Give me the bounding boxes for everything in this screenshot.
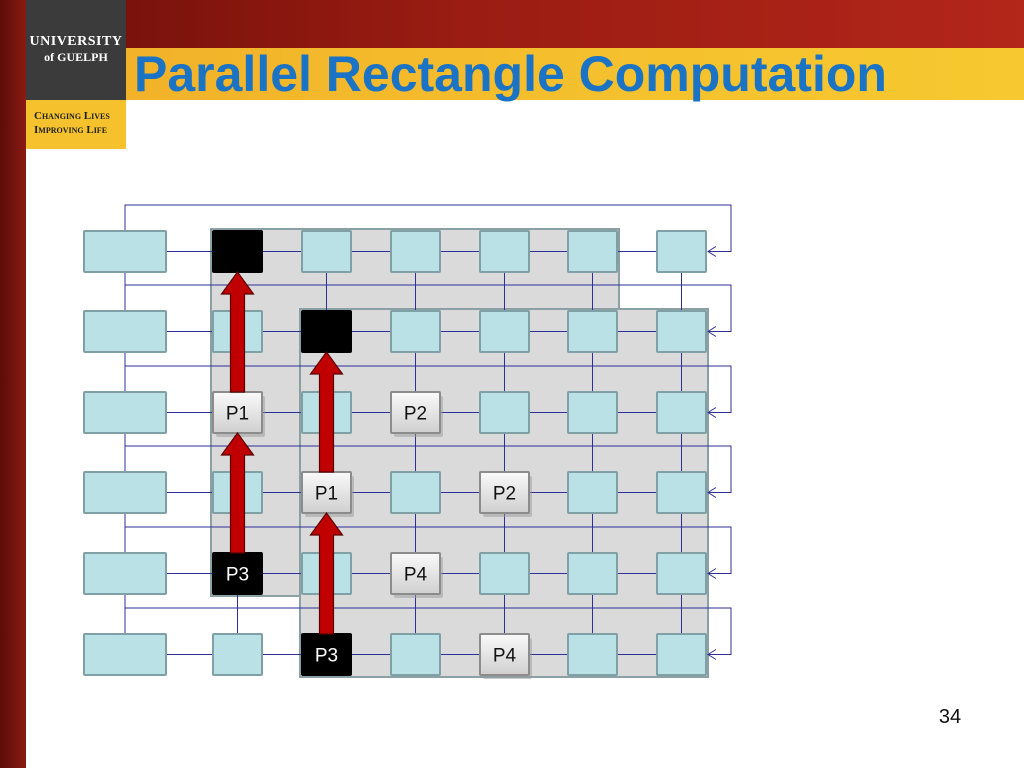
processor-label: P1 [226, 404, 249, 425]
arrow-shape [309, 511, 344, 635]
feedback-loop-wire [124, 365, 732, 413]
logo-line-2: of GUELPH [44, 50, 108, 64]
grid-cell [567, 391, 618, 434]
feedback-arrowhead [707, 649, 717, 660]
processor-cell [390, 552, 441, 595]
grid-cell [83, 471, 167, 514]
processor-cell [479, 633, 530, 676]
grid-cell [83, 633, 167, 676]
processor-label: P3 [315, 646, 338, 667]
grid-cell [656, 391, 707, 434]
feedback-arrowhead [707, 568, 717, 579]
grid-cell [390, 310, 441, 353]
grid-cell [390, 230, 441, 273]
arrow-shape [309, 350, 344, 473]
processor-label: P2 [404, 404, 427, 425]
feedback-arrowhead [707, 407, 717, 418]
grid-cell [567, 310, 618, 353]
logo-tagline-panel [26, 100, 126, 149]
processor-label: P1 [315, 484, 338, 505]
processor-label: P4 [493, 646, 517, 667]
arrow-shape [220, 431, 255, 554]
grid-cell [479, 310, 530, 353]
feedback-arrowhead [707, 326, 717, 337]
grid-cell [567, 552, 618, 595]
processor-label: P2 [493, 484, 516, 505]
processor-label: P3 [226, 565, 249, 586]
left-sidebar-stripe [0, 0, 26, 768]
active-cell [212, 230, 263, 273]
feedback-loop-wire [124, 607, 732, 655]
slide-title: Parallel Rectangle Computation [134, 46, 887, 102]
title-band [126, 48, 1024, 100]
grid-cell [567, 633, 618, 676]
active-cell [301, 310, 352, 353]
grid-cell [479, 552, 530, 595]
feedback-loop-wire [124, 204, 732, 252]
grid-cell [479, 230, 530, 273]
logo-tagline-1: Changing Lives [34, 110, 110, 122]
feedback-loop-wire [124, 445, 732, 493]
grid-cell [656, 633, 707, 676]
grid-cell [83, 230, 167, 273]
processor-cell [390, 391, 441, 434]
grid-cell [656, 471, 707, 514]
feedback-arrowhead [707, 487, 717, 498]
data-flow-arrow-0 [220, 270, 255, 393]
page-number: 34 [938, 706, 962, 728]
grid-cell [567, 230, 618, 273]
data-flow-arrow-1 [220, 431, 255, 554]
feedback-arrowhead [707, 246, 717, 257]
grid-cell [656, 230, 707, 273]
grid-cell [390, 471, 441, 514]
logo-line-1: UNIVERSITY [29, 34, 123, 49]
grid-cell [83, 552, 167, 595]
arrow-shape [220, 270, 255, 393]
grid-cell [390, 633, 441, 676]
grid-cell [479, 391, 530, 434]
grid-cell [656, 552, 707, 595]
processor-label: P4 [404, 565, 428, 586]
grid-cell [301, 230, 352, 273]
logo-tagline-2: Improving Life [34, 124, 108, 136]
grid-cell [212, 633, 263, 676]
university-logo [26, 0, 126, 100]
data-flow-arrow-3 [309, 511, 344, 635]
grid-cell [656, 310, 707, 353]
grid-cell [83, 391, 167, 434]
processor-cell [479, 471, 530, 514]
feedback-loop-wire [124, 526, 732, 574]
grid-cell [83, 310, 167, 353]
grid-cell [567, 471, 618, 514]
feedback-loop-wire [124, 284, 732, 332]
data-flow-arrow-2 [309, 350, 344, 473]
